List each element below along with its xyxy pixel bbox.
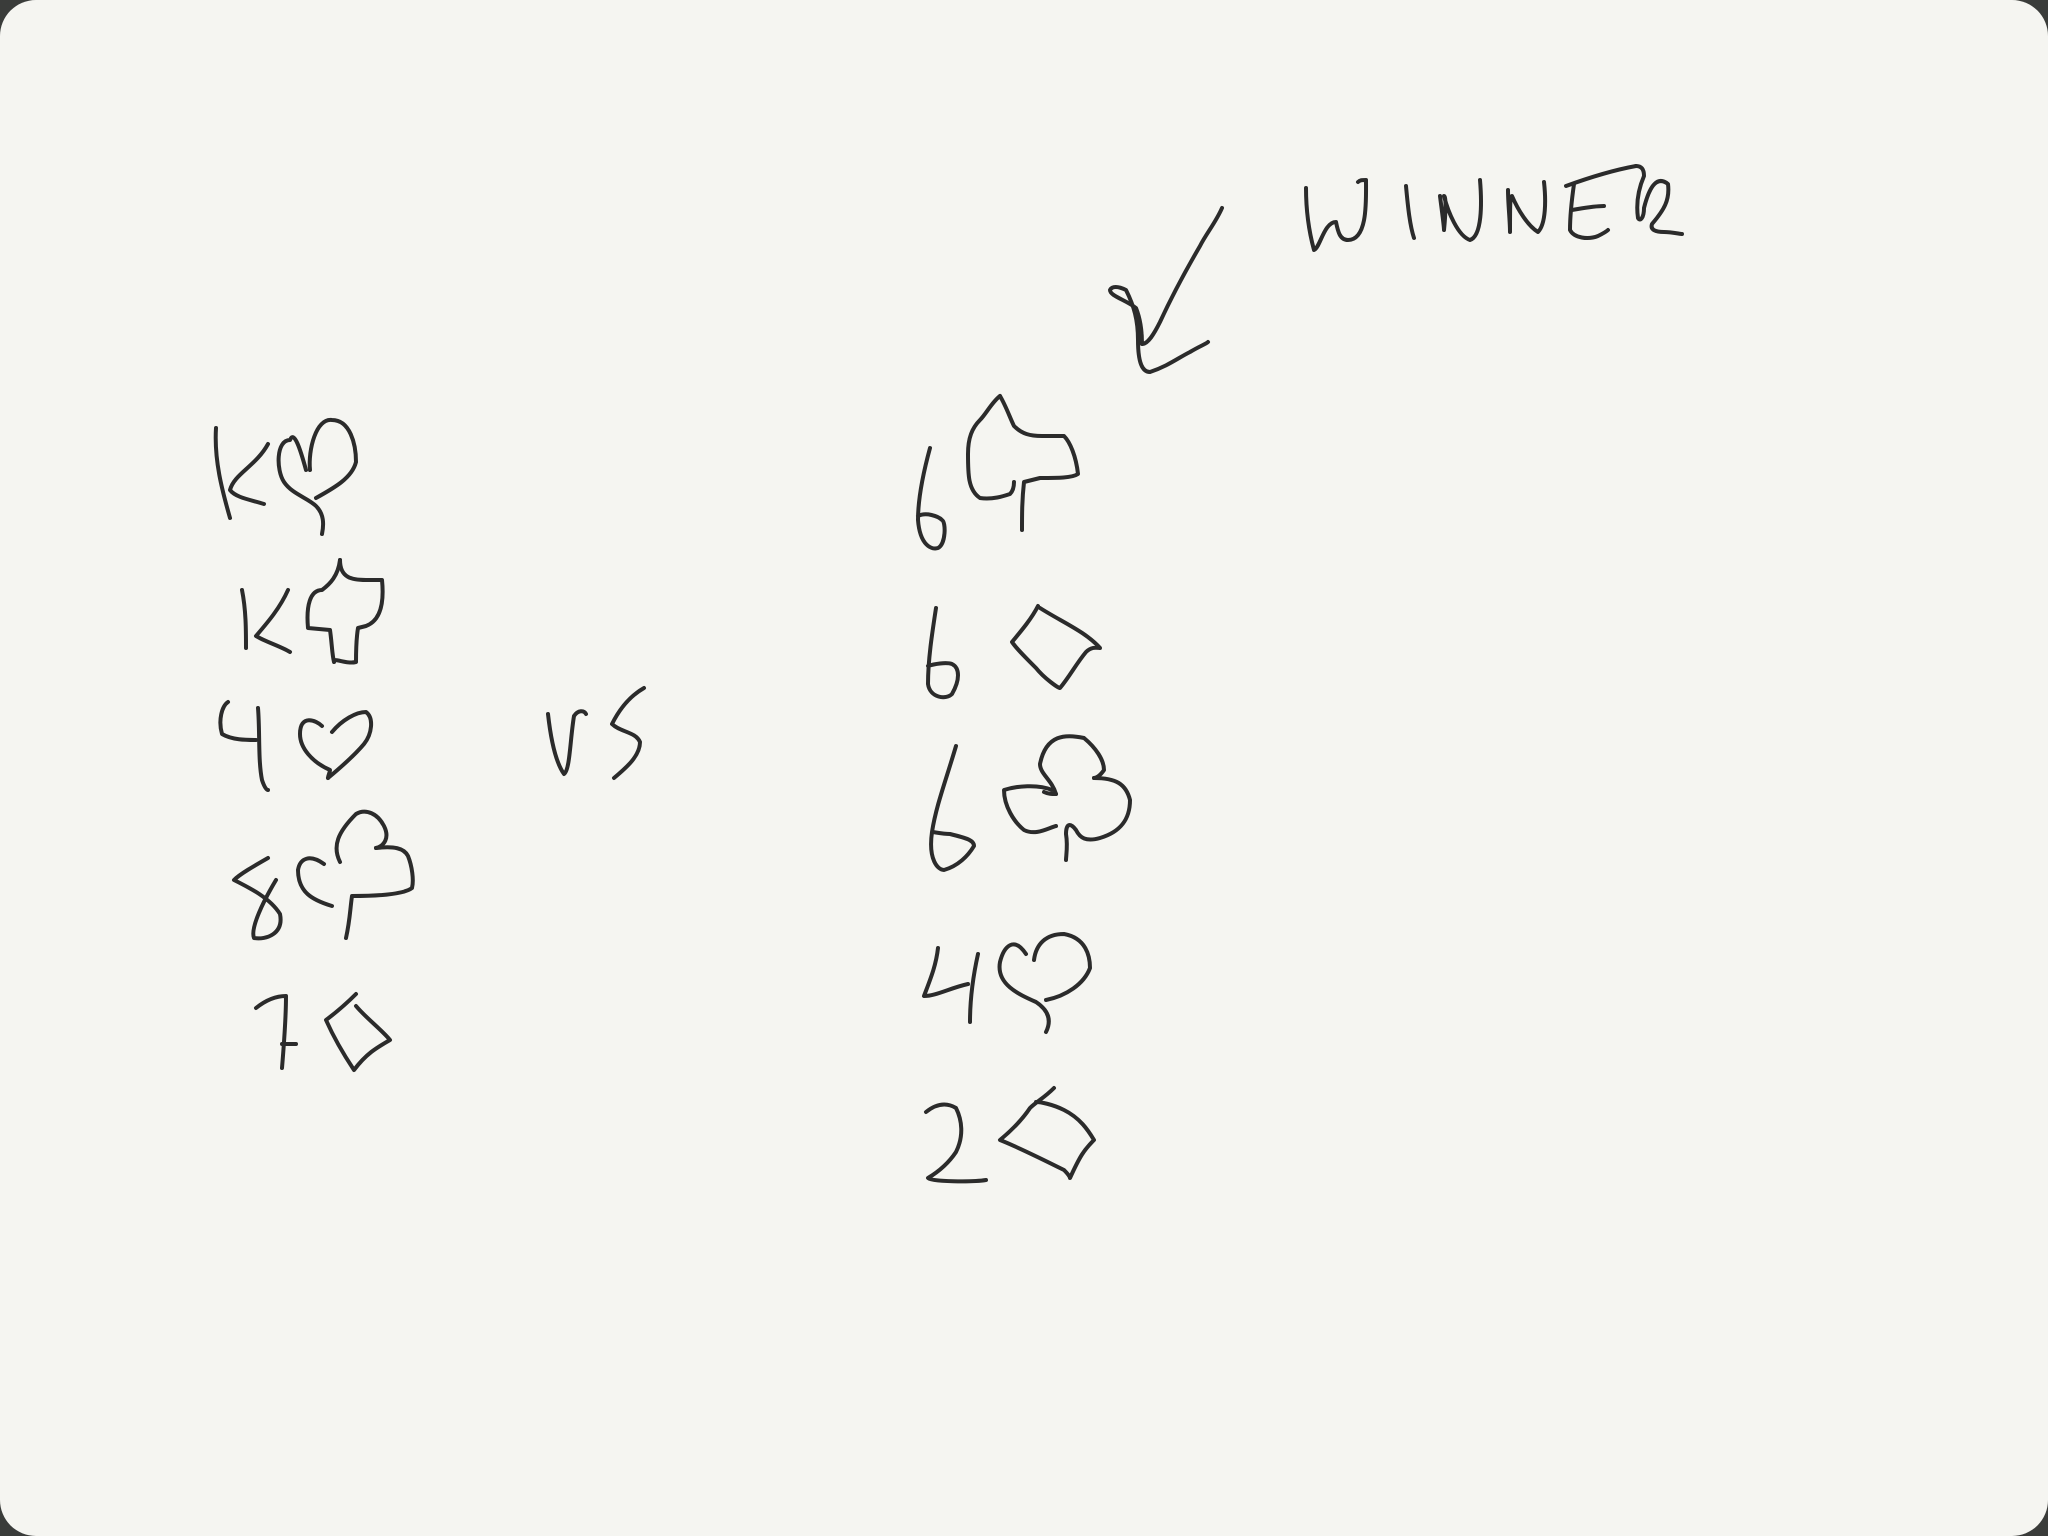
diamonds-icon [324, 992, 392, 1072]
rank-6 [929, 744, 976, 872]
spades-icon [305, 558, 385, 665]
clubs-icon [296, 809, 415, 940]
hearts-icon [298, 710, 373, 780]
rank-6 [926, 606, 960, 700]
right-card-6-diamonds [926, 604, 1102, 700]
left-hand [213, 418, 415, 1072]
left-card-k-hearts [213, 418, 358, 536]
rank-2 [924, 1102, 988, 1184]
winner-word [1304, 164, 1684, 252]
rank-7 [254, 994, 298, 1070]
left-card-k-spades [240, 558, 385, 665]
right-card-2-diamonds [924, 1086, 1096, 1184]
right-card-6-clubs [929, 734, 1132, 872]
rank-k [240, 588, 292, 654]
versus-mark [546, 686, 646, 780]
diamonds-icon [1010, 604, 1102, 690]
rank-9 [218, 700, 270, 792]
checkmark-icon [1108, 206, 1224, 374]
left-card-7-diamonds [254, 992, 392, 1072]
clubs-icon [1002, 734, 1132, 862]
hearts-icon [997, 932, 1092, 1034]
hearts-icon [276, 418, 358, 536]
spades-icon [966, 394, 1080, 532]
rank-8 [232, 856, 283, 941]
diamonds-icon [998, 1086, 1096, 1180]
rank-6 [916, 446, 947, 551]
left-card-8-clubs [232, 809, 415, 941]
left-card-9-hearts [218, 700, 373, 792]
right-hand [916, 394, 1132, 1184]
rank-k [213, 426, 270, 520]
right-card-6-spades [916, 394, 1080, 551]
rank-4 [922, 946, 980, 1024]
right-card-4-hearts [922, 932, 1092, 1034]
